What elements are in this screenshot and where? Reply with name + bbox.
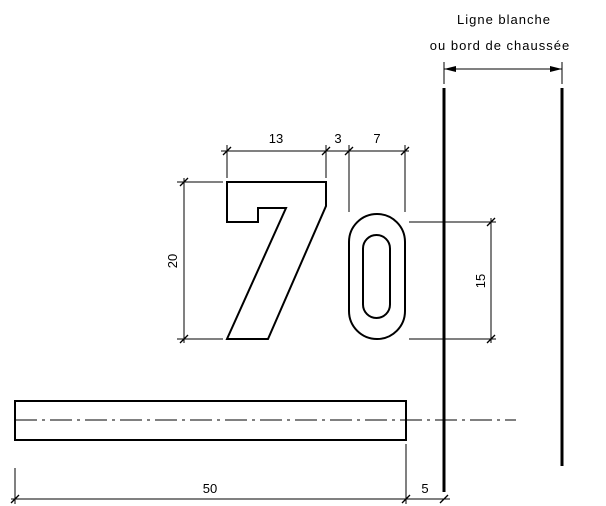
digit-seven-shape xyxy=(225,181,327,340)
top-dimension-chain xyxy=(221,145,410,212)
dim-zero-height: 15 xyxy=(473,274,488,288)
dim-bar-offset: 5 xyxy=(421,481,428,496)
title-line-2: ou bord de chaussée xyxy=(430,38,570,53)
dim-bar-length: 50 xyxy=(203,481,217,496)
digit-zero-inner xyxy=(362,234,391,319)
title-line-1: Ligne blanche xyxy=(457,12,551,27)
zero-height-dimension xyxy=(409,217,496,344)
dim-seven-height: 20 xyxy=(165,254,180,268)
dim-zero-width: 7 xyxy=(373,131,380,146)
seven-height-dimension xyxy=(177,177,223,344)
digit-zero-outer xyxy=(348,213,406,340)
dim-gap: 3 xyxy=(334,131,341,146)
dim-seven-width: 13 xyxy=(269,131,283,146)
road-width-dimension xyxy=(443,62,563,84)
bottom-dimension-chain xyxy=(10,444,450,504)
